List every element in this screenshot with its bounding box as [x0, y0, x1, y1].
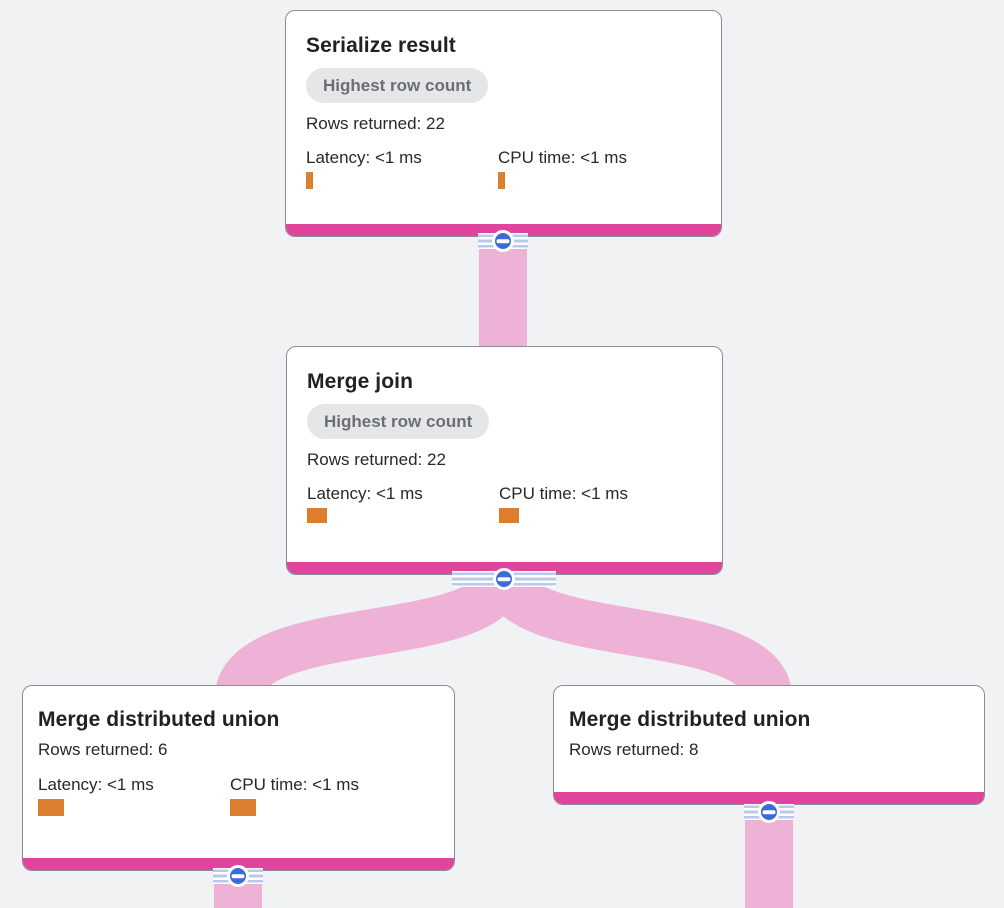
rows-returned-text: Rows returned: 6 — [38, 740, 168, 759]
node-title: Merge distributed union — [38, 708, 280, 731]
rows-returned-text: Rows returned: 22 — [306, 114, 445, 133]
cpu-time-label: CPU time: <1 ms — [499, 484, 628, 503]
latency-metric: Latency: <1 ms — [307, 482, 499, 523]
flow-edge-mergejoin-to-left-union — [214, 566, 527, 704]
highest-row-count-badge: Highest row count — [306, 68, 489, 103]
collapse-node-button[interactable] — [758, 801, 780, 823]
cpu-time-label: CPU time: <1 ms — [498, 148, 627, 167]
plan-node-merge-join[interactable]: Merge join Highest row count Rows return… — [286, 346, 723, 575]
latency-metric: Latency: <1 ms — [38, 773, 230, 816]
minus-icon — [496, 239, 510, 243]
node-expander — [478, 230, 528, 252]
metrics-row: Latency: <1 ms CPU time: <1 ms — [38, 773, 439, 816]
collapse-node-button[interactable] — [492, 230, 514, 252]
cpu-time-label: CPU time: <1 ms — [230, 775, 359, 794]
node-accent-bar — [554, 792, 984, 804]
latency-bar — [38, 799, 64, 816]
collapse-node-button[interactable] — [493, 568, 515, 590]
cpu-time-metric: CPU time: <1 ms — [230, 773, 439, 816]
rows-returned-text: Rows returned: 8 — [569, 740, 699, 759]
node-expander — [744, 801, 794, 823]
plan-node-merge-distributed-union-left[interactable]: Merge distributed union Rows returned: 6… — [22, 685, 455, 871]
minus-icon — [231, 874, 245, 878]
latency-bar — [307, 508, 327, 523]
cpu-time-metric: CPU time: <1 ms — [499, 482, 702, 523]
node-expander — [452, 568, 556, 590]
latency-label: Latency: <1 ms — [306, 148, 422, 167]
cpu-time-bar — [498, 172, 505, 189]
metrics-row: Latency: <1 ms CPU time: <1 ms — [306, 146, 701, 189]
plan-node-serialize-result[interactable]: Serialize result Highest row count Rows … — [285, 10, 722, 237]
cpu-time-bar — [230, 799, 256, 816]
highest-row-count-badge: Highest row count — [307, 404, 490, 439]
collapse-node-button[interactable] — [227, 865, 249, 887]
latency-label: Latency: <1 ms — [38, 775, 154, 794]
minus-icon — [497, 577, 511, 581]
metrics-row: Latency: <1 ms CPU time: <1 ms — [307, 482, 702, 523]
cpu-time-bar — [499, 508, 519, 523]
latency-label: Latency: <1 ms — [307, 484, 423, 503]
node-title: Serialize result — [306, 34, 456, 57]
node-accent-bar — [23, 858, 454, 870]
rows-returned-text: Rows returned: 22 — [307, 450, 446, 469]
cpu-time-metric: CPU time: <1 ms — [498, 146, 701, 189]
latency-bar — [306, 172, 313, 189]
node-title: Merge join — [307, 370, 414, 393]
minus-icon — [762, 810, 776, 814]
plan-node-merge-distributed-union-right[interactable]: Merge distributed union Rows returned: 8 — [553, 685, 985, 805]
node-title: Merge distributed union — [569, 708, 811, 731]
latency-metric: Latency: <1 ms — [306, 146, 498, 189]
node-expander — [213, 865, 263, 887]
flow-edge-mergejoin-to-right-union — [480, 566, 793, 704]
